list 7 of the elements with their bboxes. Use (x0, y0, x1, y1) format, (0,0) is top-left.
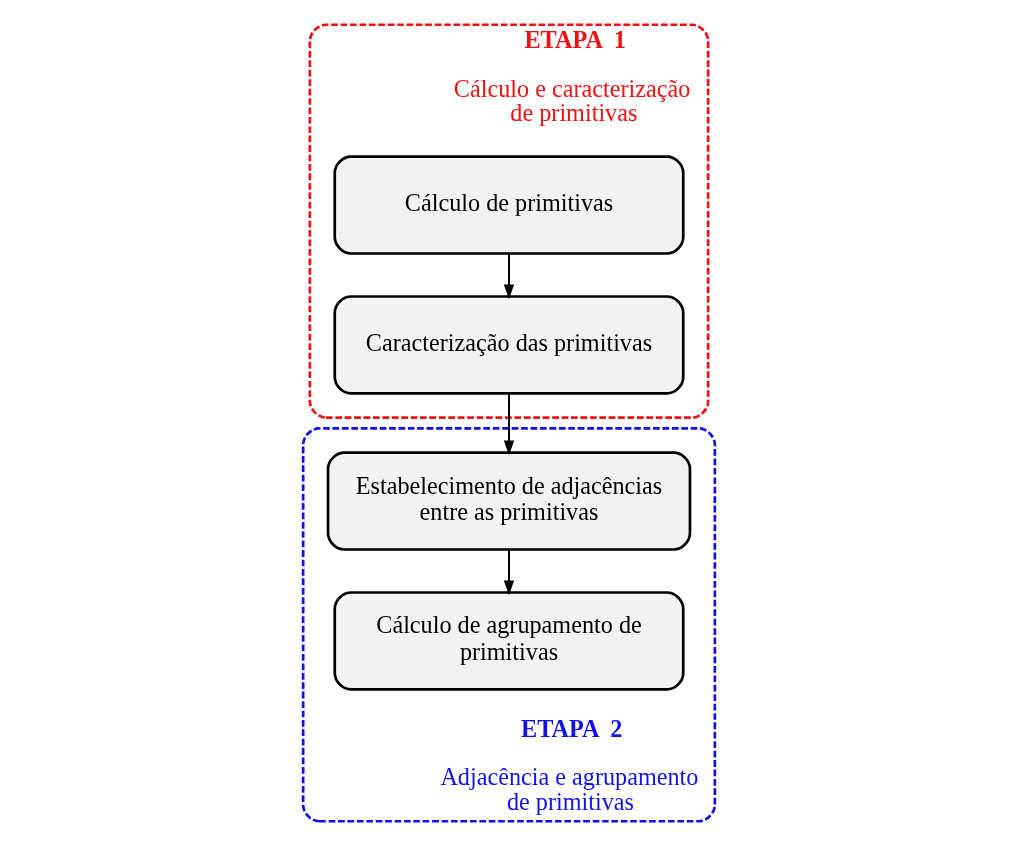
node-box: Caracterização das primitivas (332, 295, 685, 395)
arrow (503, 549, 514, 596)
node-box: Estabelecimento de adjacências entre as primitivas (326, 451, 691, 551)
arrow (503, 393, 514, 456)
arrow (503, 253, 514, 300)
node-box: Cálculo de primitivas (332, 155, 685, 255)
node-box: Cálculo de agrupamento de primitivas (332, 591, 685, 691)
